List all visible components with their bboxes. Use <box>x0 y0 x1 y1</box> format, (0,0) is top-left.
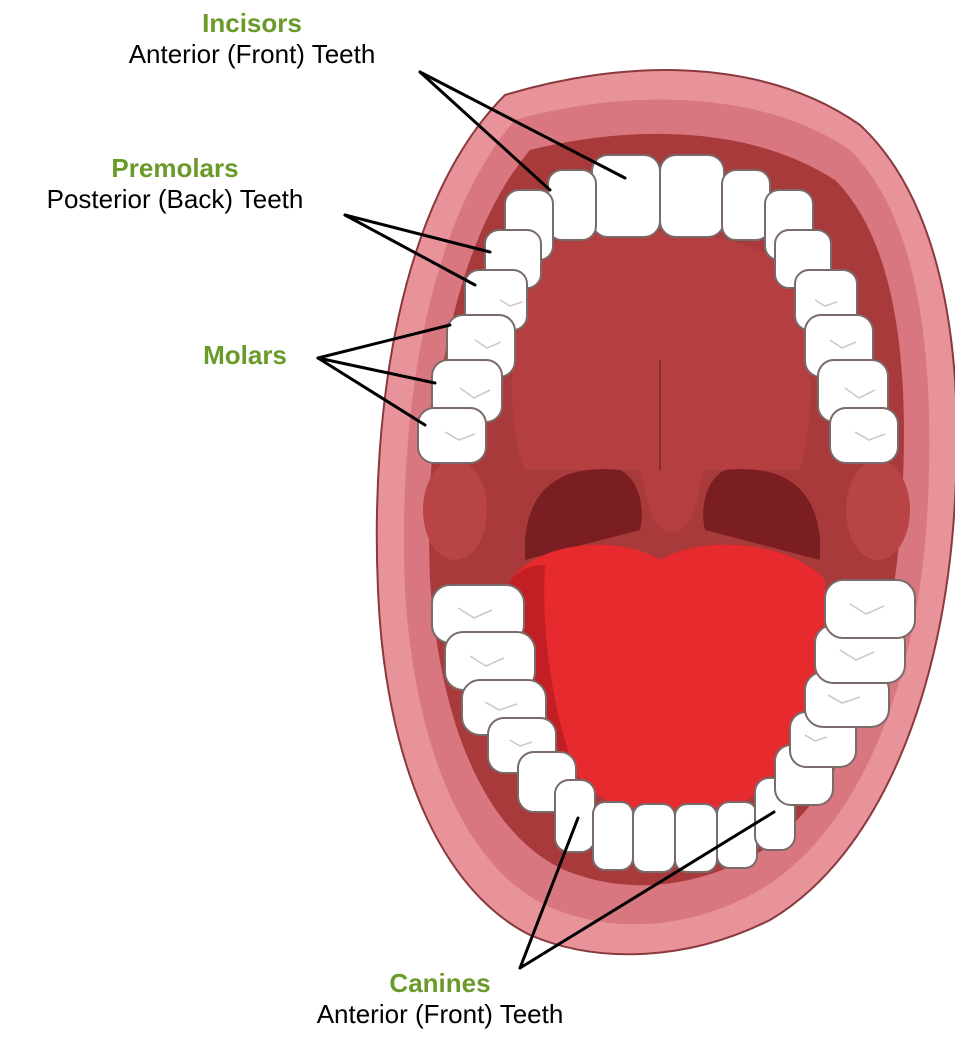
premolars-label: Premolars Posterior (Back) Teeth <box>10 153 340 215</box>
lower-canine-left <box>555 780 595 852</box>
cheek-left <box>423 460 487 560</box>
lower-incisor-1 <box>593 802 633 870</box>
lower-incisor-3 <box>675 804 717 872</box>
lower-molar-r3 <box>825 580 915 638</box>
upper-incisor-4 <box>722 170 770 240</box>
incisors-name: Incisors <box>92 8 412 38</box>
canines-desc: Anterior (Front) Teeth <box>280 998 600 1030</box>
premolars-desc: Posterior (Back) Teeth <box>10 183 340 215</box>
premolars-name: Premolars <box>10 153 340 183</box>
upper-incisor-2 <box>660 155 724 237</box>
incisors-label: Incisors Anterior (Front) Teeth <box>92 8 412 70</box>
canines-label: Canines Anterior (Front) Teeth <box>280 968 600 1030</box>
molars-label: Molars <box>180 340 310 370</box>
molars-name: Molars <box>180 340 310 370</box>
upper-incisor-3 <box>548 170 596 240</box>
canines-name: Canines <box>280 968 600 998</box>
upper-molar-r3 <box>830 408 898 463</box>
incisors-desc: Anterior (Front) Teeth <box>92 38 412 70</box>
palate <box>512 231 811 470</box>
cheek-right <box>846 460 910 560</box>
lower-incisor-2 <box>633 804 675 872</box>
